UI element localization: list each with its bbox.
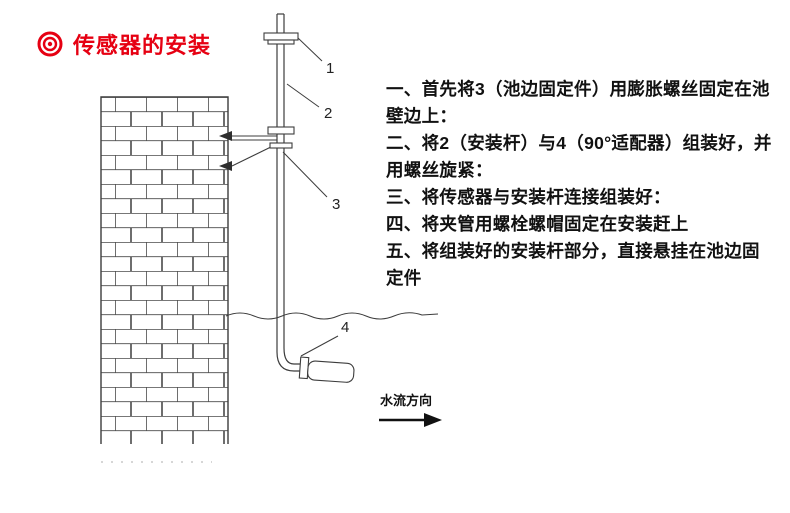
bullseye-icon	[36, 30, 64, 58]
instruction-step-3: 三、将传感器与安装杆连接组装好：	[386, 187, 671, 207]
instruction-step-5: 五、将组装好的安装杆部分，直接悬挂在池边固定件	[386, 241, 760, 288]
rod-hook-clamp-lower	[269, 142, 293, 149]
instruction-step-2: 二、将2（安装杆）与4（90°适配器）组装好，并用螺丝旋紧：	[386, 133, 772, 180]
part-label-2: 2	[324, 105, 332, 122]
part-label-1: 1	[326, 60, 334, 77]
leader-line-3	[282, 151, 328, 198]
leader-line-4	[300, 335, 339, 357]
sensor-body	[307, 360, 355, 383]
instructions-block: 一、首先将3（池边固定件）用膨胀螺丝固定在池壁边上： 二、将2（安装杆）与4（9…	[386, 76, 772, 292]
adapter-collar	[298, 356, 310, 380]
leader-lines	[282, 37, 339, 357]
flow-direction: 水流方向	[379, 393, 442, 427]
leader-line-2	[286, 83, 320, 108]
instruction-step-4: 四、将夹管用螺栓螺帽固定在安装赶上	[386, 214, 689, 234]
flow-arrow-head	[424, 413, 442, 427]
sensor-assembly	[298, 356, 355, 383]
mounting-rod	[276, 13, 301, 372]
flow-direction-label: 水流方向	[380, 393, 432, 408]
rod-hook-clamp	[267, 126, 295, 135]
wall-bracket	[219, 126, 295, 171]
instruction-step-1: 一、首先将3（池边固定件）用膨胀螺丝固定在池壁边上：	[386, 79, 770, 126]
page-header: 传感器的安装	[36, 28, 211, 60]
anchor-bolt-top	[219, 131, 232, 141]
part-label-3: 3	[332, 196, 340, 213]
brick-wall	[100, 96, 229, 463]
leader-line-1	[297, 37, 323, 62]
part-label-4: 4	[341, 319, 349, 336]
anchor-bolt-bottom	[219, 161, 232, 171]
pipe-clamp-top	[263, 32, 299, 45]
water-line	[225, 312, 439, 320]
page-title: 传感器的安装	[73, 33, 212, 58]
installation-diagram: 1 2 3 4 水流方向	[100, 13, 442, 463]
